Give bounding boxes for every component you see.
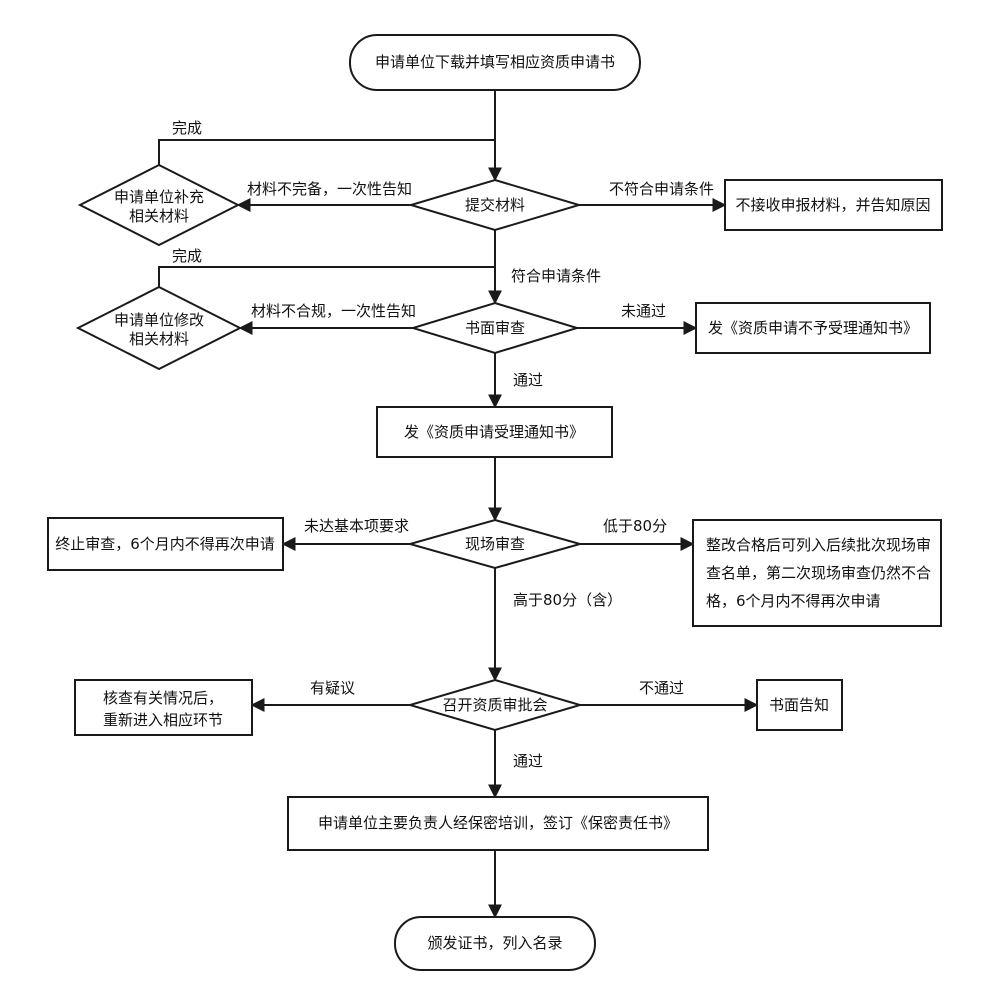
written-notice-label: 书面告知	[769, 696, 829, 714]
training-box	[287, 796, 709, 851]
edge-label-below-basic: 未达基本项要求	[304, 517, 409, 535]
edge-label-below-80: 低于80分	[603, 517, 667, 535]
accepted-notice-box	[376, 406, 613, 458]
approval-meeting-decision	[406, 678, 584, 732]
submit-decision	[407, 178, 583, 232]
rectify-label-line2: 查名单，第二次现场审查仍然不合	[706, 564, 931, 582]
rectify-box	[692, 519, 942, 627]
not-accepted-notice-label: 发《资质申请不予受理通知书》	[708, 319, 918, 337]
start-terminal	[349, 34, 641, 91]
supplement-label-line1: 申请单位补充	[114, 188, 204, 206]
accepted-notice-label: 发《资质申请受理通知书》	[404, 423, 584, 441]
submit-label: 提交材料	[465, 196, 525, 214]
edge-label-non-compliant: 材料不合规，一次性告知	[251, 302, 416, 320]
edge-label-not-passed-1: 未通过	[621, 302, 666, 320]
edge-label-incomplete: 材料不完备，一次性告知	[247, 180, 412, 198]
edge-modify-done	[158, 266, 495, 287]
edge-label-not-passed-2: 不通过	[639, 679, 684, 697]
edge-supplement-done	[158, 139, 495, 165]
modify-label-line2: 相关材料	[129, 330, 189, 348]
training-label: 申请单位主要负责人经保密培训，签订《保密责任书》	[318, 814, 678, 832]
written-review-label: 书面审查	[465, 319, 525, 337]
written-notice-box	[756, 679, 843, 731]
edge-label-doubt: 有疑议	[310, 679, 355, 697]
edge-label-above-80: 高于80分（含）	[513, 591, 622, 609]
terminate-box	[47, 517, 284, 571]
edge-labels: 完成 材料不完备，一次性告知 不符合申请条件 完成 符合申请条件 材料不合规，一…	[172, 119, 714, 770]
rectify-label-line1: 整改合格后可列入后续批次现场审	[706, 536, 931, 554]
written-review-decision	[409, 301, 581, 355]
supplement-label-line2: 相关材料	[129, 207, 189, 225]
reject-submit-box	[724, 179, 943, 231]
approval-meeting-label: 召开资质审批会	[442, 696, 547, 714]
verify-box	[74, 679, 253, 736]
edge-label-passed-1: 通过	[513, 371, 543, 389]
onsite-review-decision	[406, 518, 584, 570]
edge-label-not-eligible: 不符合申请条件	[609, 180, 714, 198]
end-terminal	[394, 916, 596, 971]
terminate-label: 终止审查，6个月内不得再次申请	[55, 535, 275, 553]
verify-label-line2: 重新进入相应环节	[103, 711, 223, 729]
start-label: 申请单位下载并填写相应资质申请书	[375, 53, 615, 71]
modify-decision	[75, 285, 243, 371]
end-label: 颁发证书，列入名录	[427, 934, 562, 952]
edge-label-done-2: 完成	[172, 247, 202, 265]
edge-label-passed-2: 通过	[513, 752, 543, 770]
edge-label-done-1: 完成	[172, 119, 202, 137]
rectify-label-line3: 格，6个月内不得再次申请	[706, 592, 881, 610]
not-accepted-notice-box	[695, 302, 931, 354]
edge-label-eligible: 符合申请条件	[511, 267, 601, 285]
modify-label-line1: 申请单位修改	[114, 311, 204, 329]
supplement-decision	[77, 163, 241, 247]
verify-label-line1: 核查有关情况后，	[103, 689, 223, 707]
edges	[158, 90, 759, 919]
nodes: 申请单位下载并填写相应资质申请书 提交材料 申请单位补充 相关材料 不接收申报材…	[47, 34, 943, 971]
onsite-review-label: 现场审查	[465, 535, 525, 553]
reject-submit-label: 不接收申报材料，并告知原因	[735, 196, 930, 214]
